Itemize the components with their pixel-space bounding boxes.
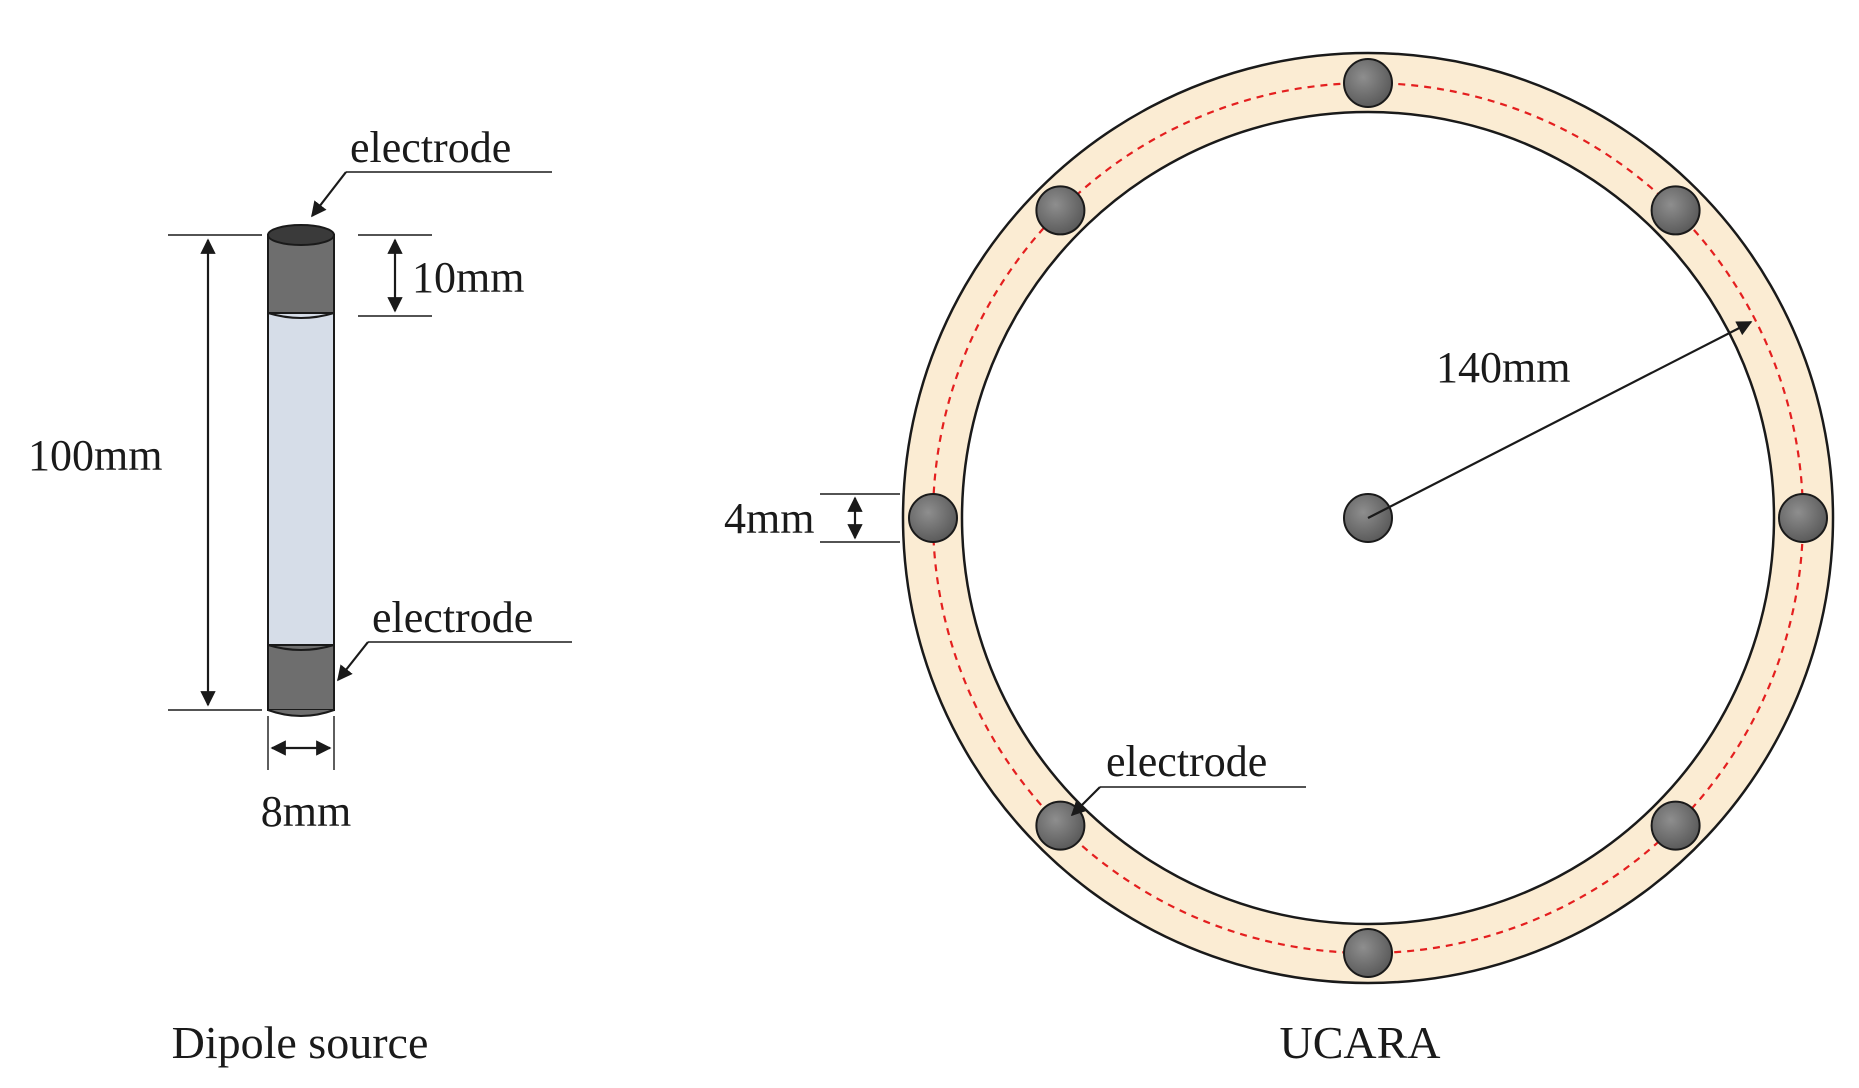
dim-10mm-label: 10mm xyxy=(412,253,524,302)
ring-electrode-4 xyxy=(1650,800,1701,851)
dipole-top-electrode-bottom-edge xyxy=(267,312,335,319)
ring-electrode-1 xyxy=(1343,58,1393,108)
ring-electrode-7 xyxy=(908,493,958,543)
array-callout-label: electrode xyxy=(1106,737,1267,786)
array-caption: UCARA xyxy=(1279,1017,1440,1068)
radius-arrow xyxy=(1367,321,1753,519)
array-ring-band xyxy=(901,51,1835,985)
dipole-caption: Dipole source xyxy=(172,1017,429,1068)
dipole-bottom-rim xyxy=(267,709,335,717)
callout-bottom-leader xyxy=(337,641,369,682)
radius-label: 140mm xyxy=(1436,343,1570,392)
dipole-top-electrode xyxy=(267,234,335,314)
callout-top-label: electrode xyxy=(350,123,511,172)
callout-top-leader xyxy=(311,171,347,218)
ucara-array: 140mm 4mm electrode UCARA xyxy=(724,51,1835,1068)
dim-8mm-label: 8mm xyxy=(261,787,351,836)
dipole-bottom-electrode xyxy=(267,644,335,711)
dim-4mm-label: 4mm xyxy=(724,494,814,543)
dipole-source: 100mm 10mm 8mm electrode electrode Dipol… xyxy=(28,123,572,1068)
dipole-bottom-electrode-top-edge xyxy=(267,644,335,651)
ring-electrode-2 xyxy=(1650,185,1701,236)
dipole-tube-body xyxy=(267,307,335,649)
ring-electrode-3 xyxy=(1778,493,1828,543)
ring-electrode-5 xyxy=(1343,928,1393,978)
ring-electrodes xyxy=(908,58,1828,978)
callout-bottom-label: electrode xyxy=(372,593,533,642)
array-callout-leader xyxy=(1070,786,1101,817)
dipole-top-cap xyxy=(267,224,335,246)
dim-100mm-label: 100mm xyxy=(28,431,162,480)
ring-electrode-8 xyxy=(1035,185,1086,236)
